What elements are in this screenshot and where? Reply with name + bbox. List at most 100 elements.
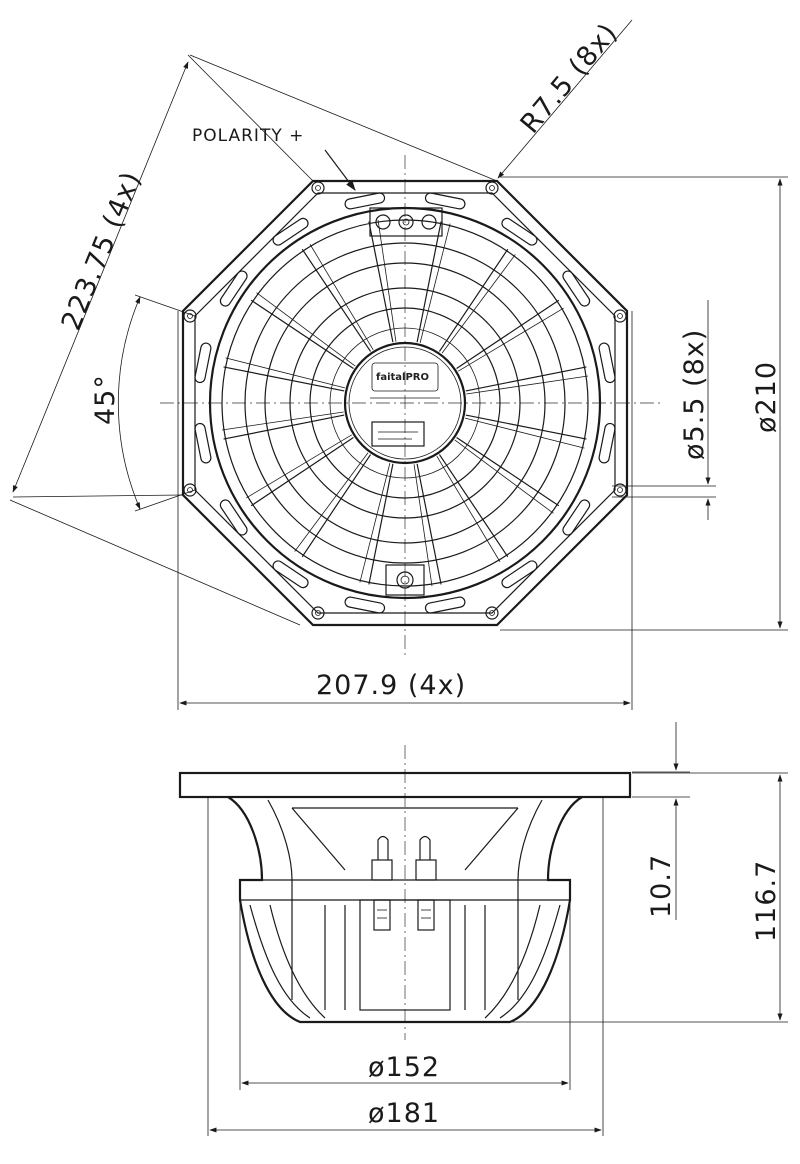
mounting-hole [613, 309, 627, 323]
basket-spoke-edge [377, 219, 397, 342]
frame-slot [272, 560, 309, 589]
hole-diameter-label: ø5.5 (8x) [679, 329, 710, 460]
cone-right [464, 807, 519, 871]
polarity-leader [324, 149, 356, 191]
cone-ring-3 [289, 287, 521, 519]
frame-slot [194, 422, 212, 464]
logo-text: faitalPRO [376, 372, 429, 383]
basket-spoke-edge [458, 307, 564, 372]
angle-arc [117, 296, 141, 510]
basket-spoke [456, 299, 560, 370]
basket-spokes [221, 219, 589, 587]
mounting-hole [613, 483, 627, 497]
basket-inner-right [517, 799, 543, 1000]
corner-radius-label: R7.5 (8x) [515, 17, 625, 139]
basket-octagon-inner [194, 192, 616, 614]
frame-slots [194, 192, 616, 614]
mounting-hole [485, 181, 499, 195]
mounting-holes [183, 181, 627, 620]
dust-cap-inner [348, 346, 462, 460]
basket-spoke [438, 248, 509, 352]
basket-spoke [465, 414, 587, 440]
baffle-cutout-diameter-label: ø181 [368, 1098, 440, 1129]
basket-spoke-edge [465, 417, 585, 449]
dust-cap [343, 341, 467, 465]
mounting-hole-center [617, 487, 623, 493]
basket-spoke-edge [359, 463, 391, 583]
basket-spoke [416, 221, 442, 343]
terminal-block-top [369, 207, 443, 237]
mounting-hole [311, 181, 325, 195]
mounting-flange [178, 771, 632, 799]
magnet-diameter-label: ø152 [368, 1052, 440, 1083]
basket-spoke-edge [221, 411, 344, 431]
radius-leader [497, 19, 633, 179]
flat-width-label: 207.9 (4x) [316, 670, 466, 701]
frame-slot [219, 499, 248, 536]
cone-ring-5 [329, 327, 481, 479]
terminals [371, 835, 437, 931]
cone-ring-4 [309, 307, 501, 499]
vent-plug-bottom [385, 564, 425, 596]
basket-spoke-edge [436, 456, 501, 562]
frame-slot [344, 192, 386, 210]
mounting-hole-center [489, 610, 495, 616]
basket-spoke [223, 414, 345, 440]
basket-spoke-edge [413, 464, 433, 587]
diag-extension-1 [187, 54, 314, 182]
frame-slot [219, 270, 248, 307]
diag-extension-4 [189, 54, 498, 182]
basket-spoke-edge [225, 357, 345, 389]
flange-thickness-label: 10.7 [646, 854, 677, 918]
basket-spoke [368, 221, 394, 343]
mounting-hole-center [315, 610, 321, 616]
angle-label: 45° [90, 374, 121, 425]
basket-spoke [250, 436, 354, 507]
cone-ring-2 [264, 262, 546, 544]
frame-slot [194, 342, 212, 384]
basket-side-outline [227, 796, 583, 1024]
angle-leg-2 [134, 489, 196, 512]
cone-left [291, 807, 346, 871]
mounting-hole-center [489, 185, 495, 191]
basket-spoke [416, 463, 442, 585]
basket-spoke-edge [256, 292, 356, 367]
polarity-label: POLARITY + [192, 126, 304, 146]
basket-spoke [223, 366, 345, 392]
basket-spoke [456, 436, 560, 507]
basket-spoke-edge [246, 434, 352, 499]
basket-spoke [301, 248, 372, 352]
brand-logo: faitalPRO [370, 362, 440, 447]
diag-extension-2 [12, 494, 184, 498]
mounting-hole [311, 606, 325, 620]
basket-ring-2 [221, 219, 589, 587]
diagonal-dimension-label: 223.75 (4x) [56, 167, 148, 335]
mounting-hole [485, 606, 499, 620]
frame-slot [598, 342, 616, 384]
basket-spoke [250, 299, 354, 370]
legs-left [249, 904, 346, 1019]
frame-slot [598, 422, 616, 464]
mounting-hole-center [617, 313, 623, 319]
basket-spoke [465, 366, 587, 392]
basket-spoke-edge [454, 439, 554, 514]
basket-spoke [301, 454, 372, 558]
frame-slot [424, 596, 466, 614]
basket-spoke-edge [309, 244, 374, 350]
outer-diameter-label: ø210 [751, 361, 782, 433]
basket-spoke-edge [441, 254, 516, 354]
frame-slot [562, 270, 591, 307]
angle-leg-1 [134, 294, 196, 317]
front-view: faitalPRO POLARITY + 223.75 ( [9, 17, 788, 710]
legs-right [464, 904, 561, 1019]
overall-depth-label: 116.7 [751, 860, 782, 942]
basket-spoke-edge [294, 452, 369, 552]
side-view: 10.7 116.7 ø152 ø181 [178, 722, 788, 1136]
frame-slot [501, 217, 538, 246]
diag-dim-line [12, 61, 189, 493]
basket-inner-left [267, 799, 293, 1000]
frame-slot [344, 596, 386, 614]
frame-slot [501, 560, 538, 589]
basket-spoke-edge [466, 375, 589, 395]
